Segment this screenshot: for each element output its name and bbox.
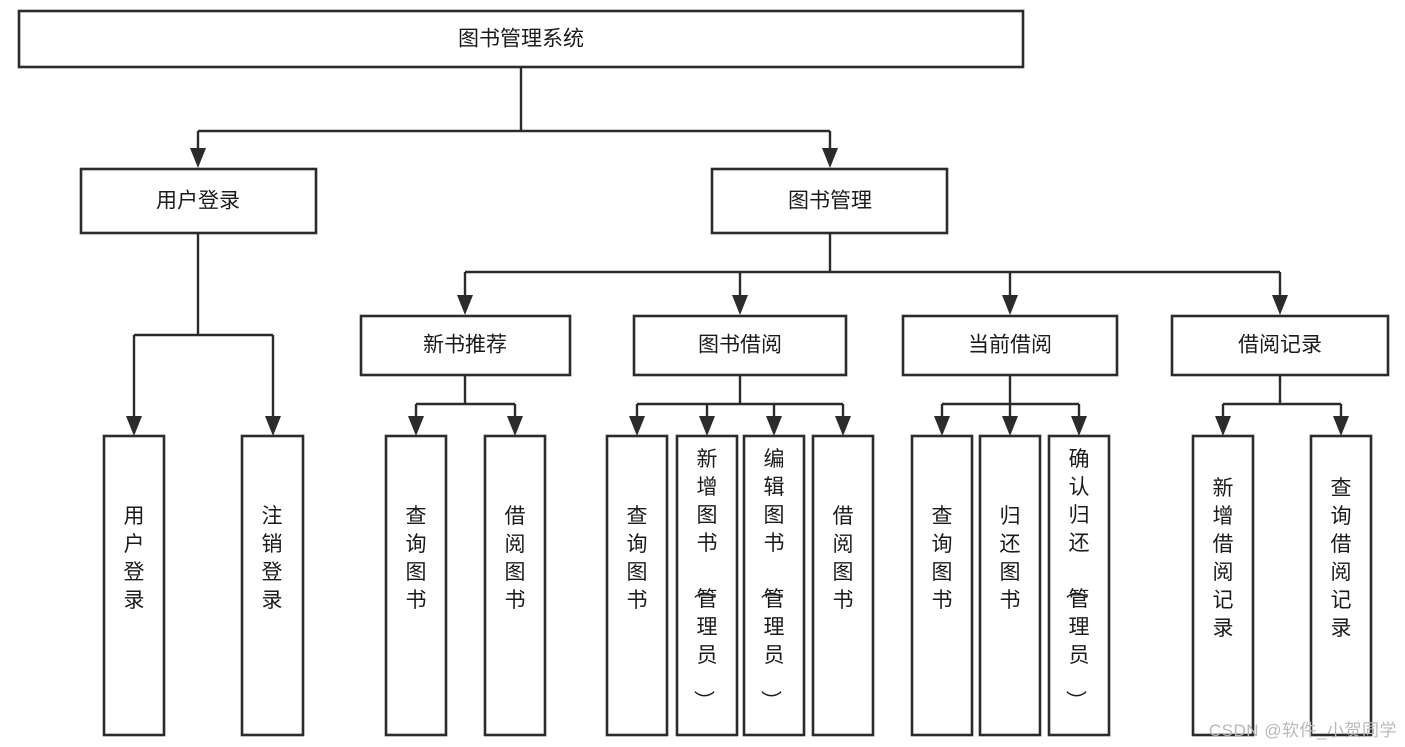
node-leaf-borrow-book-1-label: 借阅图书 (505, 505, 526, 612)
node-leaf-add-record-box (1191, 434, 1255, 737)
arrow-head-leaf-return-book (1002, 416, 1018, 436)
connector-group-book-borrow (629, 375, 851, 436)
node-leaf-borrow-book-2[interactable]: 借阅图书 (811, 434, 875, 737)
connector-group-current-borrow (934, 375, 1087, 436)
node-leaf-borrow-book-2-box (811, 434, 875, 737)
arrow-head-leaf-edit-book (766, 416, 782, 436)
arrow-head-leaf-user-login (126, 416, 142, 436)
node-new-book-recommend-label: 新书推荐 (423, 334, 507, 357)
node-user-login-box (79, 167, 318, 235)
arrow-head-leaf-borrow-book-2 (835, 416, 851, 436)
node-new-book-recommend-box (359, 314, 572, 377)
node-leaf-add-book[interactable]: 新增图书（管理员） (675, 434, 739, 737)
node-leaf-query-record-label: 查询借阅记录 (1331, 477, 1352, 640)
node-leaf-query-record[interactable]: 查询借阅记录 (1309, 434, 1373, 737)
arrow-head-leaf-confirm-return (1071, 416, 1087, 436)
node-current-borrow-box (901, 314, 1119, 377)
node-leaf-edit-book-label: 编辑图书（管理员） (759, 448, 785, 711)
node-leaf-query-record-box (1309, 434, 1373, 737)
arrow-head-leaf-logout (265, 416, 281, 436)
node-user-login-label: 用户登录 (156, 190, 240, 213)
arrow-head-book-borrow (732, 295, 748, 315)
arrow-head-leaf-add-book (699, 416, 715, 436)
node-leaf-user-login-box (102, 434, 166, 737)
node-leaf-add-book-box (675, 434, 739, 737)
connector-group-new-book-recommend (408, 375, 523, 436)
node-leaf-logout-label: 注销登录 (262, 505, 283, 612)
arrow-head-current-borrow (1002, 295, 1018, 315)
connector-group-borrow-record (1215, 375, 1349, 436)
node-leaf-query-book-2-label: 查询图书 (627, 505, 648, 612)
node-leaf-query-book-1[interactable]: 查询图书 (384, 434, 448, 737)
node-borrow-record-box (1170, 314, 1390, 377)
node-borrow-record-label: 借阅记录 (1238, 334, 1322, 357)
arrow-head-new-book-recommend (457, 295, 473, 315)
connector-group-root (190, 67, 838, 168)
node-leaf-query-book-2-box (605, 434, 669, 737)
node-leaf-add-record-label: 新增借阅记录 (1213, 477, 1234, 640)
arrow-head-borrow-record (1272, 295, 1288, 315)
node-leaf-user-login-label: 用户登录 (124, 505, 145, 612)
node-leaf-confirm-return-box (1047, 434, 1111, 737)
node-leaf-confirm-return[interactable]: 确认归还（管理员） (1047, 434, 1111, 737)
node-leaf-borrow-book-2-label: 借阅图书 (833, 505, 854, 612)
node-leaf-add-book-label: 新增图书（管理员） (692, 448, 718, 711)
node-borrow-record[interactable]: 借阅记录 (1170, 314, 1390, 377)
node-current-borrow[interactable]: 当前借阅 (901, 314, 1119, 377)
node-book-borrow-box (632, 314, 848, 377)
node-user-login[interactable]: 用户登录 (79, 167, 318, 235)
node-root-system-label: 图书管理系统 (458, 28, 584, 51)
node-leaf-query-book-2[interactable]: 查询图书 (605, 434, 669, 737)
node-leaf-return-book-box (978, 434, 1042, 737)
node-leaf-return-book-label: 归还图书 (1000, 505, 1021, 612)
node-leaf-user-login[interactable]: 用户登录 (102, 434, 166, 737)
node-book-borrow-label: 图书借阅 (698, 334, 782, 357)
node-leaf-query-book-3-label: 查询图书 (932, 505, 953, 612)
node-root-system-box (17, 9, 1025, 69)
connector-group-user-login (126, 233, 281, 436)
node-book-manage-label: 图书管理 (788, 190, 872, 213)
node-leaf-edit-book[interactable]: 编辑图书（管理员） (742, 434, 806, 737)
node-current-borrow-label: 当前借阅 (968, 334, 1052, 357)
node-leaf-borrow-book-1-box (483, 434, 547, 737)
node-leaf-confirm-return-label: 确认归还（管理员） (1064, 448, 1090, 711)
node-new-book-recommend[interactable]: 新书推荐 (359, 314, 572, 377)
node-leaf-query-book-1-label: 查询图书 (406, 505, 427, 612)
node-leaf-query-book-3[interactable]: 查询图书 (910, 434, 974, 737)
node-leaf-return-book[interactable]: 归还图书 (978, 434, 1042, 737)
node-root-system[interactable]: 图书管理系统 (17, 9, 1025, 69)
arrow-head-leaf-borrow-book-1 (507, 416, 523, 436)
arrow-head-leaf-query-book-3 (934, 416, 950, 436)
arrow-head-leaf-query-book-1 (408, 416, 424, 436)
node-leaf-query-book-3-box (910, 434, 974, 737)
arrow-head-leaf-query-book-2 (629, 416, 645, 436)
arrow-head-leaf-add-record (1215, 416, 1231, 436)
node-leaf-query-book-1-box (384, 434, 448, 737)
arrow-head-leaf-query-record (1333, 416, 1349, 436)
node-leaf-add-record[interactable]: 新增借阅记录 (1191, 434, 1255, 737)
arrow-head-book-manage (822, 148, 838, 168)
node-leaf-borrow-book-1[interactable]: 借阅图书 (483, 434, 547, 737)
node-leaf-edit-book-box (742, 434, 806, 737)
connector-group-book-manage (457, 233, 1288, 315)
node-book-manage-box (710, 167, 949, 235)
node-leaf-logout[interactable]: 注销登录 (240, 434, 305, 737)
node-book-manage[interactable]: 图书管理 (710, 167, 949, 235)
node-leaf-logout-box (240, 434, 305, 737)
arrow-head-user-login (190, 148, 206, 168)
node-book-borrow[interactable]: 图书借阅 (632, 314, 848, 377)
